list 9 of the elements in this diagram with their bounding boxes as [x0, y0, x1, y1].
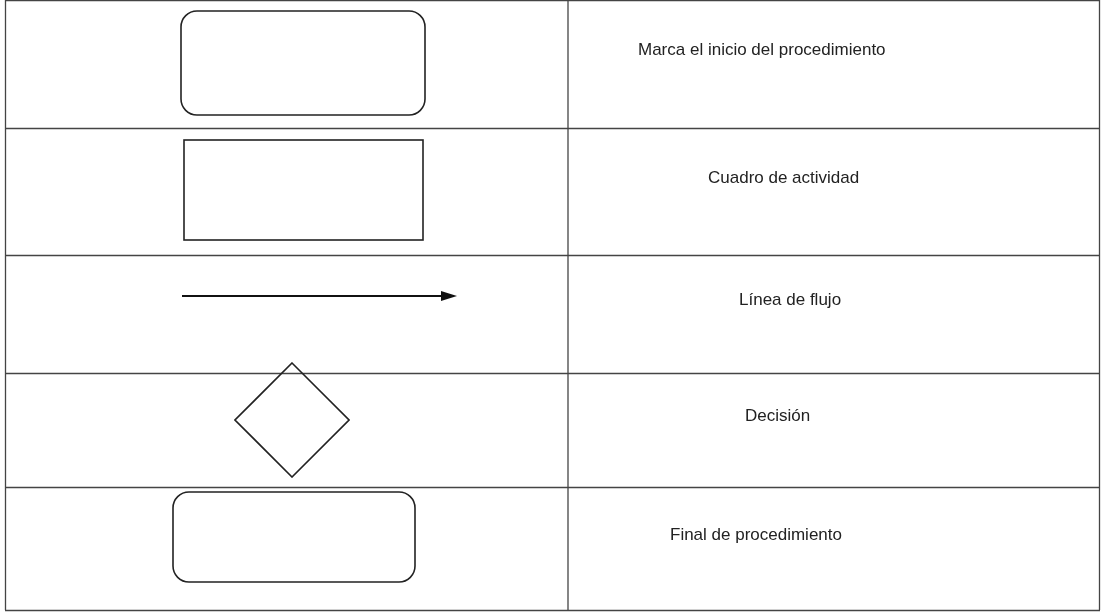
- symbol-description: Cuadro de actividad: [708, 167, 860, 188]
- symbol-description: Final de procedimiento: [670, 524, 842, 545]
- rounded-rectangle-symbol: [180, 10, 426, 116]
- symbol-description: Decisión: [745, 406, 811, 426]
- symbol-description: Marca el inicio del procedimiento: [638, 40, 886, 60]
- rectangle-symbol: [183, 139, 424, 241]
- diamond-symbol: [234, 362, 350, 478]
- symbol-description: Línea de flujo: [739, 290, 842, 310]
- rounded-rectangle-symbol: [172, 491, 416, 583]
